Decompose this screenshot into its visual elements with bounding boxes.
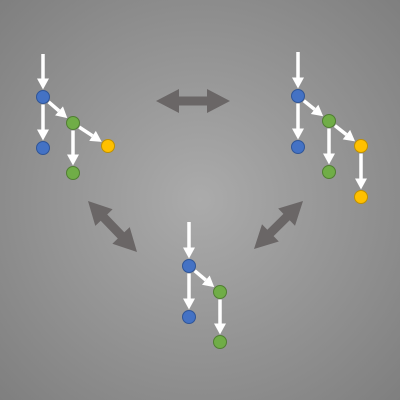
- tree-edge: [333, 124, 356, 142]
- blue-node: [291, 140, 305, 154]
- trees-layer: [36, 52, 368, 349]
- yellow-node: [101, 139, 115, 153]
- tree-edge: [37, 104, 49, 141]
- blue-node: [36, 141, 50, 155]
- green-node: [322, 165, 336, 179]
- tree-edge: [78, 125, 102, 142]
- yellow-node: [354, 139, 368, 153]
- transition-arrow-right-bottom: [254, 201, 303, 249]
- tree-edge: [302, 99, 324, 117]
- tree-edge: [292, 103, 304, 140]
- transition-arrow-left-bottom: [88, 201, 137, 252]
- blue-node: [182, 310, 196, 324]
- tree-edge: [67, 130, 79, 166]
- green-node: [66, 166, 80, 180]
- green-node: [66, 116, 80, 130]
- tree-edge: [214, 299, 226, 335]
- tree-edge: [183, 273, 195, 310]
- blue-node: [36, 90, 50, 104]
- blue-node: [182, 259, 196, 273]
- tree-left-edges: [37, 54, 102, 166]
- tree-bottom-edges: [183, 222, 226, 335]
- tree-right: [291, 52, 368, 204]
- transitions-layer: [88, 89, 303, 252]
- green-node: [213, 335, 227, 349]
- tree-left: [36, 54, 115, 180]
- root-incoming-edge: [183, 222, 195, 259]
- root-incoming-edge: [292, 52, 304, 89]
- tree-bottom-nodes: [182, 259, 227, 349]
- tree-bottom: [182, 222, 227, 349]
- tree-edge: [193, 269, 215, 288]
- green-node: [322, 114, 336, 128]
- tree-right-edges: [292, 52, 367, 190]
- tree-edge: [47, 100, 68, 119]
- tree-edge: [355, 153, 367, 190]
- tree-right-nodes: [291, 89, 368, 204]
- transition-arrow-left-right: [156, 89, 230, 113]
- root-incoming-edge: [37, 54, 49, 90]
- yellow-node: [354, 190, 368, 204]
- blue-node: [291, 89, 305, 103]
- tree-left-nodes: [36, 90, 115, 180]
- green-node: [213, 285, 227, 299]
- tree-edge: [323, 128, 335, 165]
